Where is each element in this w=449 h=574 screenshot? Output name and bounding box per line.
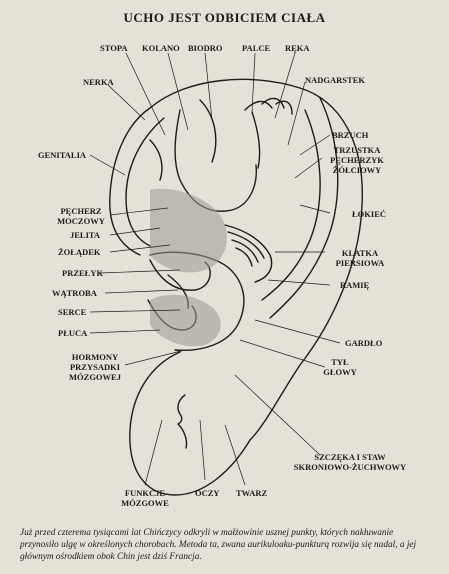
leg-shape <box>149 99 217 181</box>
organs <box>149 259 211 291</box>
helix-rim <box>109 107 151 256</box>
label-trzustka-line2: PĘCHERZYK <box>330 155 384 165</box>
label-serce: SERCE <box>58 307 87 317</box>
label-hormony-line3: MÓZGOWEJ <box>69 372 121 382</box>
label-reka: RĘKA <box>285 43 310 53</box>
label-kolano: KOLANO <box>142 43 180 53</box>
label-funkcje-line1: FUNKCJE <box>124 488 166 498</box>
helix-inner <box>125 117 165 247</box>
label-ramie: RAMIĘ <box>340 280 370 290</box>
label-lokiec: ŁOKIEĆ <box>352 209 387 219</box>
label-szczeka-line2: SKRONIOWO-ŻUCHWOWY <box>293 462 407 472</box>
label-klatka-line1: KLATKA <box>341 248 379 258</box>
label-twarz: TWARZ <box>236 488 268 498</box>
label-brzuch: BRZUCH <box>332 130 369 140</box>
concha-shading <box>150 188 227 273</box>
spine <box>224 224 273 283</box>
label-trzustka: TRZUSTKA PĘCHERZYK ŻÓŁCIOWY <box>322 145 392 175</box>
label-tyl-line1: TYŁ <box>331 357 349 367</box>
label-watroba: WĄTROBA <box>52 288 97 298</box>
antihelix <box>269 97 339 319</box>
antihelix-inner <box>261 109 321 301</box>
label-tyl-line2: GŁOWY <box>323 367 357 377</box>
label-funkcje-line2: MÓZGOWE <box>121 498 169 508</box>
ear-lobe <box>129 351 251 496</box>
label-gardlo: GARDŁO <box>345 338 383 348</box>
face-profile <box>177 394 188 449</box>
label-szczeka: SZCZĘKA I STAW SKRONIOWO-ŻUCHWOWY <box>285 452 415 472</box>
label-hormony-line1: HORMONY <box>71 352 119 362</box>
page-title: UCHO JEST ODBICIEM CIAŁA <box>123 10 326 25</box>
label-jelita: JELITA <box>70 230 101 240</box>
label-tyl: TYŁ GŁOWY <box>318 357 362 377</box>
label-biodro: BIODRO <box>188 43 223 53</box>
label-oczy: OCZY <box>195 488 220 498</box>
label-klatka: KLATKA PIERSIOWA <box>320 248 400 268</box>
label-pluca: PŁUCA <box>58 328 88 338</box>
label-trzustka-line1: TRZUSTKA <box>333 145 381 155</box>
caption: Już przed czterema tysiącami lat Chińczy… <box>20 528 417 562</box>
label-stopa: STOPA <box>100 43 128 53</box>
label-przelyk: PRZEŁYK <box>62 268 104 278</box>
ear-outline <box>149 78 363 441</box>
label-palce: PALCE <box>242 43 271 53</box>
label-pecherz-line2: MOCZOWY <box>57 216 105 226</box>
label-klatka-line2: PIERSIOWA <box>335 258 385 268</box>
label-zoladek: ŻOŁĄDEK <box>58 247 101 257</box>
label-trzustka-line3: ŻÓŁCIOWY <box>332 165 382 175</box>
label-szczeka-line1: SZCZĘKA I STAW <box>314 452 386 462</box>
label-pecherz-line1: PĘCHERZ <box>60 206 102 216</box>
label-nerka: NERKA <box>83 77 114 87</box>
label-hormony: HORMONY PRZYSADKI MÓZGOWEJ <box>60 352 130 382</box>
label-nadgarstek: NADGARSTEK <box>305 75 365 85</box>
label-genitalia: GENITALIA <box>38 150 87 160</box>
label-pecherz: PĘCHERZ MOCZOWY <box>52 206 110 226</box>
label-hormony-line2: PRZYSADKI <box>69 362 121 372</box>
hand-fingers <box>244 97 293 169</box>
label-funkcje: FUNKCJE MÓZGOWE <box>115 488 175 508</box>
